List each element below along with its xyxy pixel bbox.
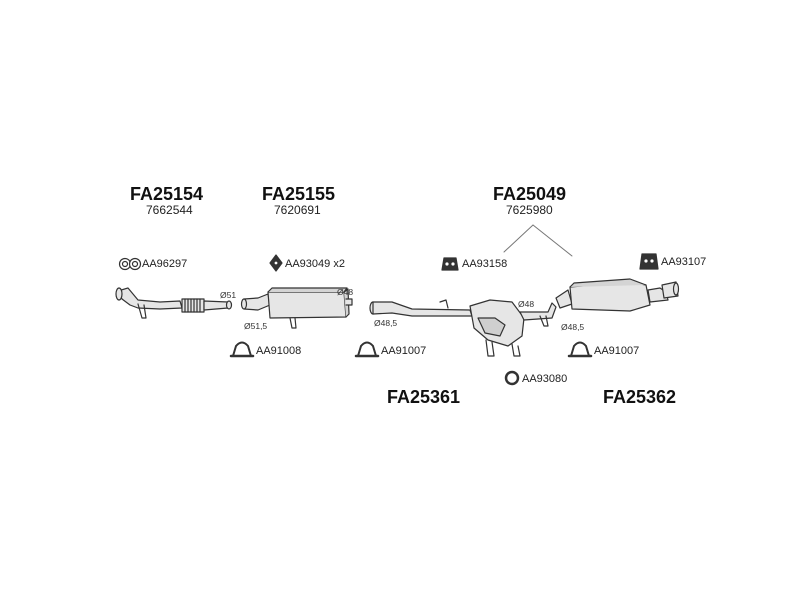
intermediate-pipe-drawing (369, 299, 557, 357)
accessory-label[interactable]: AA96297 (142, 258, 188, 270)
leader-lines (503, 224, 573, 257)
accessory-label[interactable]: AA91007 (594, 345, 640, 357)
oe-number-front-pipe: 7662544 (146, 203, 193, 217)
part-number-front-pipe[interactable]: FA25154 (130, 184, 204, 204)
u-clamp-icon (229, 341, 255, 358)
diameter-label: Ø48,5 (561, 322, 585, 332)
accessory-label[interactable]: AA93049 x2 (285, 258, 345, 270)
u-clamp-icon (567, 341, 593, 358)
diameter-label: Ø48 (337, 287, 354, 297)
part-number-rear-silencer[interactable]: FA25362 (603, 387, 677, 407)
ring-gasket-icon (118, 257, 142, 271)
accessory-label[interactable]: AA93080 (522, 373, 568, 385)
diameter-label: Ø48,5 (374, 318, 398, 328)
diameter-label: Ø48 (518, 299, 535, 309)
accessory-label[interactable]: AA93158 (462, 258, 508, 270)
u-clamp-icon (354, 341, 380, 358)
middle-silencer-drawing (240, 287, 353, 329)
part-number-middle-silencer[interactable]: FA25155 (262, 184, 336, 204)
front-pipe-drawing (115, 287, 233, 319)
diameter-label: Ø51,5 (244, 321, 268, 331)
accessory-code: AA93049 (285, 258, 331, 270)
oe-number-rear-assembly: 7625980 (506, 203, 553, 217)
part-number-rear-assembly[interactable]: FA25049 (493, 184, 567, 204)
accessory-label[interactable]: AA93107 (661, 256, 707, 268)
part-number-intermediate-pipe[interactable]: FA25361 (387, 387, 461, 407)
oe-number-middle-silencer: 7620691 (274, 203, 321, 217)
rubber-hanger-icon (441, 257, 459, 271)
o-ring-icon (504, 370, 520, 386)
accessory-label[interactable]: AA91007 (381, 345, 427, 357)
rubber-hanger-icon (639, 253, 659, 270)
diameter-label: Ø51 (220, 290, 237, 300)
rear-silencer-drawing (555, 278, 680, 312)
accessory-quantity: x2 (333, 258, 345, 270)
diamond-gasket-icon (269, 254, 283, 272)
accessory-label[interactable]: AA91008 (256, 345, 302, 357)
